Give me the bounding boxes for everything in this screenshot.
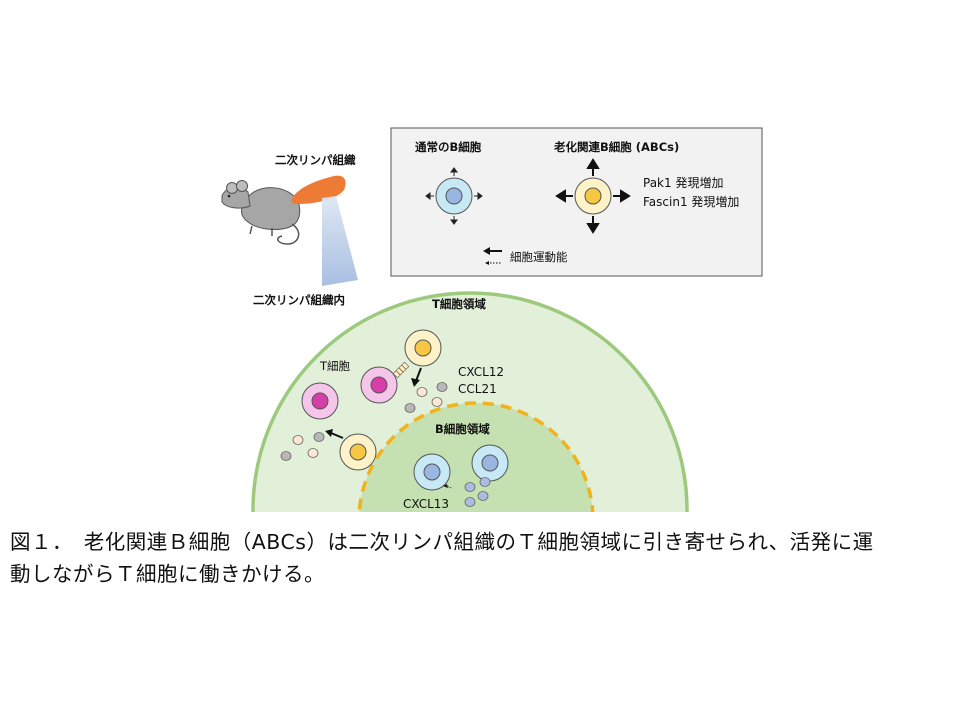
- label-inside-tissue: 二次リンパ組織内: [253, 293, 345, 307]
- t-cell: [360, 366, 398, 404]
- label-b-cell-zone: B細胞領域: [435, 422, 490, 436]
- cell-interaction-bridge: [392, 361, 410, 379]
- abc-cell: [404, 329, 442, 367]
- normal-b-cell: [413, 453, 451, 491]
- label-ccl21: CCL21: [458, 382, 497, 396]
- t-cell: [301, 382, 339, 420]
- motility-arrow-icon: [325, 429, 344, 439]
- label-cxcl12: CXCL12: [458, 365, 504, 379]
- motility-arrow-small-icon: [443, 484, 453, 489]
- legend-abc-title: 老化関連B細胞 (ABCs): [553, 140, 679, 154]
- motility-arrow-icon: [411, 367, 422, 387]
- cxcl13-dots: [464, 477, 491, 507]
- legend-motility: 細胞運動能: [510, 250, 568, 264]
- abc-cell: [339, 433, 377, 471]
- label-cxcl13: CXCL13: [403, 497, 449, 511]
- legend-normal-b-cell: [425, 167, 483, 225]
- legend-motility-arrows-icon: [483, 247, 502, 265]
- legend-box: 通常のB細胞 老化関連B細胞 (ABCs) Pak1 発現増加: [390, 127, 763, 277]
- figure-caption: 図１． 老化関連Ｂ細胞（ABCs）は二次リンパ組織のＴ細胞領域に引き寄せられ、活…: [10, 526, 955, 590]
- chemokine-dots: [280, 382, 448, 461]
- label-t-cell-zone: T細胞領域: [432, 297, 486, 311]
- legend-normal-b-title: 通常のB細胞: [415, 140, 482, 154]
- legend-fascin1: Fascin1 発現増加: [643, 195, 739, 209]
- mouse-icon: [221, 180, 301, 245]
- figure-svg: 二次リンパ組織 二次リンパ組織内 通常のB細胞 老化関連B細胞 (ABCs): [221, 127, 763, 512]
- lymphoid-tissue-shape: [291, 175, 346, 204]
- label-t-cell: T細胞: [319, 359, 351, 373]
- zoom-pointer: [322, 196, 358, 286]
- caption-line-2: 動しながらＴ細胞に働きかける。: [10, 562, 325, 586]
- normal-b-cell: [471, 444, 509, 482]
- legend-pak1: Pak1 発現増加: [643, 176, 723, 190]
- figure: 二次リンパ組織 二次リンパ組織内 通常のB細胞 老化関連B細胞 (ABCs): [221, 127, 763, 512]
- label-secondary-lymphoid-tissue: 二次リンパ組織: [275, 153, 356, 167]
- legend-abc-cell: [555, 158, 631, 234]
- caption-line-1: 図１． 老化関連Ｂ細胞（ABCs）は二次リンパ組織のＴ細胞領域に引き寄せられ、活…: [10, 530, 874, 554]
